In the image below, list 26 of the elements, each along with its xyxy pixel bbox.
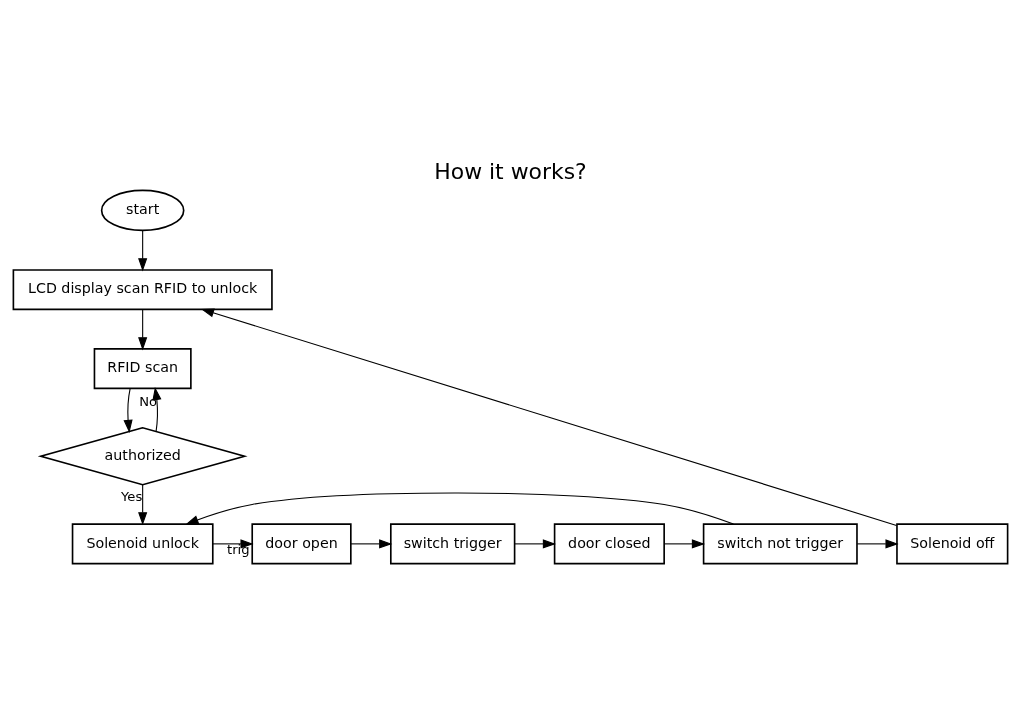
arrow <box>211 538 254 548</box>
edge-label: No <box>138 393 157 409</box>
arrow <box>137 308 147 350</box>
arrow <box>122 387 133 433</box>
node-box: Solenoid off <box>895 522 1008 564</box>
diagram-title: How it works? <box>433 158 587 184</box>
node-diamond: authorized <box>37 426 248 486</box>
arrow <box>151 386 161 432</box>
node-box: switch not trigger <box>702 522 858 564</box>
node-box: door open <box>250 522 352 564</box>
arrow <box>349 538 392 548</box>
node-box: door closed <box>553 522 665 564</box>
arrow <box>200 307 897 526</box>
arrow <box>856 538 899 548</box>
arrow <box>184 491 734 525</box>
edge-label: trig <box>226 541 250 557</box>
arrow <box>137 229 147 271</box>
arrow <box>137 483 147 525</box>
node-box: LCD display scan RFID to unlock <box>12 268 273 310</box>
arrow <box>513 538 556 548</box>
arrow <box>663 538 705 548</box>
node-box: switch trigger <box>389 522 515 564</box>
node-ellipse: start <box>100 189 184 231</box>
node-box: Solenoid unlock <box>71 522 214 564</box>
node-box: RFID scan <box>93 347 192 389</box>
edge-label: Yes <box>120 488 142 504</box>
